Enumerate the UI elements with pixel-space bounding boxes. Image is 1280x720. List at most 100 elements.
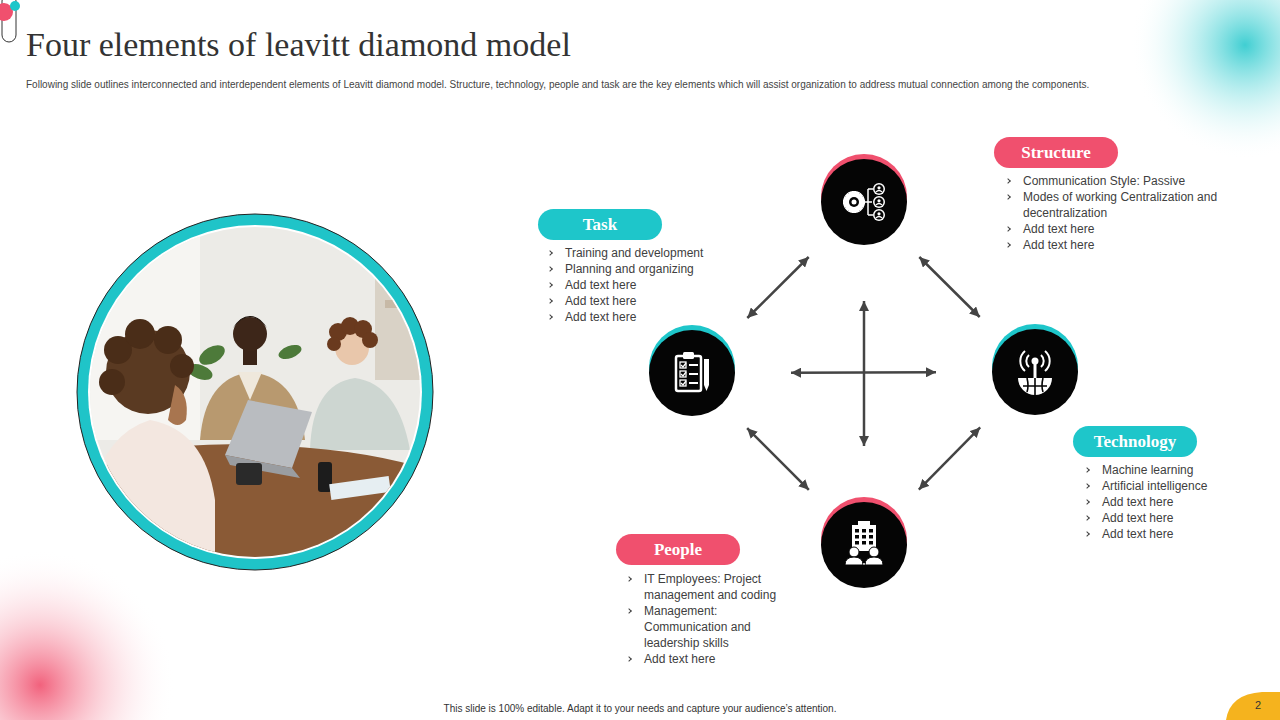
bullet-item: Add text here xyxy=(547,293,737,309)
double-arrow xyxy=(919,257,979,317)
bullet-item: Add text here xyxy=(1084,526,1274,542)
structure-icon-part xyxy=(845,193,863,211)
heading-pill: Technology xyxy=(1073,426,1197,457)
structure-icon-part xyxy=(877,186,880,189)
icon-circle xyxy=(821,159,907,245)
meeting-photo-part xyxy=(385,300,425,308)
task-icon-part xyxy=(680,362,686,368)
double-arrow xyxy=(919,427,980,489)
people-icon-part xyxy=(855,541,859,545)
task-icon-part xyxy=(676,356,701,391)
icon-circle xyxy=(649,330,735,416)
structure-icon-part xyxy=(873,209,885,221)
structure-icon-part xyxy=(876,204,882,206)
element-heading: Task xyxy=(583,215,617,235)
double-arrow xyxy=(747,428,809,490)
structure-icon-part xyxy=(877,199,880,202)
structure-icon xyxy=(843,183,885,221)
structure-icon-part xyxy=(876,191,882,193)
meeting-photo-part xyxy=(375,260,445,380)
task-icon-part xyxy=(704,359,709,385)
pink-glow xyxy=(0,550,175,720)
element-heading: Technology xyxy=(1094,432,1177,452)
task-icon-part xyxy=(683,352,694,359)
meeting-photo-part-part xyxy=(362,332,378,348)
corner-mark-part xyxy=(10,1,20,11)
bullet-list: Training and developmentPlanning and org… xyxy=(547,245,737,325)
element-node: TechnologyMachine learningArtificial int… xyxy=(991,328,1079,416)
meeting-photo-part xyxy=(80,420,215,570)
structure-icon-part xyxy=(849,197,859,207)
meeting-photo-part xyxy=(80,220,200,440)
bullet-list: IT Employees: Project management and cod… xyxy=(626,571,796,667)
bullet-item: Add text here xyxy=(1005,237,1223,253)
meeting-photo-part-part xyxy=(125,319,155,349)
meeting-photo-part xyxy=(168,385,187,425)
meeting-photo-part xyxy=(238,372,262,400)
meeting-photo-part xyxy=(233,317,267,351)
people-icon-part xyxy=(869,529,873,533)
structure-icon-part xyxy=(846,194,862,210)
double-arrow xyxy=(747,257,808,318)
structure-icon-part xyxy=(877,212,880,215)
people-icon-part xyxy=(849,547,859,557)
teal-glow xyxy=(1130,0,1280,160)
structure-icon-part xyxy=(875,198,884,207)
meeting-photo-part-part xyxy=(99,369,125,395)
structure-icon-part xyxy=(876,217,882,219)
task-icon-part xyxy=(689,382,698,384)
task-icon-part xyxy=(680,371,686,377)
structure-icon-part xyxy=(845,193,863,211)
element-node: TaskTraining and developmentPlanning and… xyxy=(648,329,736,417)
people-icon-part xyxy=(855,529,859,533)
element-node: StructureCommunication Style: PassiveMod… xyxy=(820,158,908,246)
people-icon-part xyxy=(869,541,873,545)
people-icon xyxy=(845,521,883,565)
task-icon-part xyxy=(689,373,698,375)
meeting-photo-part-part xyxy=(154,326,182,354)
element-circle xyxy=(648,329,736,417)
structure-icon-part xyxy=(875,211,884,220)
task-icon-part xyxy=(681,372,686,376)
element-circle xyxy=(820,158,908,246)
people-icon-part xyxy=(862,529,866,533)
bullet-list: Communication Style: PassiveModes of wor… xyxy=(1005,173,1223,253)
meeting-photo-part xyxy=(80,220,440,570)
structure-icon-part xyxy=(852,200,857,205)
slide-caption: Following slide outlines interconnected … xyxy=(26,79,1266,90)
bullet-item: Planning and organizing xyxy=(547,261,737,277)
icon-circle xyxy=(992,329,1078,415)
bullet-item: Communication Style: Passive xyxy=(1005,173,1223,189)
meeting-photo xyxy=(80,220,445,570)
bullet-item: Add text here xyxy=(547,277,737,293)
element-node: PeopleIT Employees: Project management a… xyxy=(820,501,908,589)
heading-pill: People xyxy=(616,534,740,565)
meeting-photo-part-part xyxy=(327,337,341,351)
task-icon-part xyxy=(704,385,709,391)
bullet-item: IT Employees: Project management and cod… xyxy=(626,571,796,603)
structure-icon-part xyxy=(873,196,885,208)
meeting-photo-part-part xyxy=(196,341,228,369)
heading-pill: Task xyxy=(538,209,662,240)
technology-icon-part xyxy=(1032,358,1039,365)
technology-icon-part xyxy=(1020,351,1049,371)
bullet-item: Machine learning xyxy=(1084,462,1274,478)
people-icon-part xyxy=(862,535,866,539)
bullet-item: Management: Communication and leadership… xyxy=(626,603,796,651)
meeting-photo-part xyxy=(329,476,391,500)
element-heading: Structure xyxy=(1021,143,1091,163)
meeting-photo-part xyxy=(233,316,267,328)
meeting-photo-part xyxy=(310,378,410,450)
meeting-photo-part xyxy=(327,317,378,351)
bullet-item: Training and development xyxy=(547,245,737,261)
people-icon-part xyxy=(869,535,873,539)
structure-icon-part xyxy=(865,189,873,215)
bullet-item: Add text here xyxy=(547,309,737,325)
heading-pill: Structure xyxy=(994,137,1118,168)
technology-icon-part xyxy=(1018,378,1052,395)
bullet-item: Add text here xyxy=(1084,510,1274,526)
